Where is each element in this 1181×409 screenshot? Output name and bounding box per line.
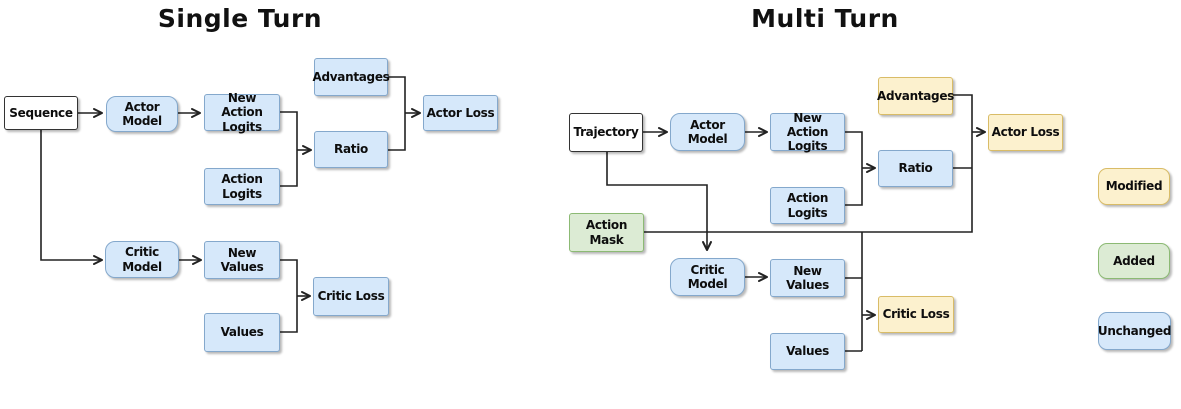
node-actor-model: Actor Model bbox=[106, 96, 178, 132]
legend-modified: Modified bbox=[1098, 168, 1170, 205]
node-mt-action-logits: Action Logits bbox=[770, 187, 845, 224]
node-action-logits: Action Logits bbox=[204, 168, 280, 205]
node-sequence: Sequence bbox=[4, 96, 78, 130]
node-mt-values: Values bbox=[770, 333, 845, 370]
edge-logits-trunk bbox=[280, 111, 298, 187]
legend-unchanged: Unchanged bbox=[1098, 312, 1171, 350]
node-advantages: Advantages bbox=[312, 58, 390, 96]
node-mt-critic-loss: Critic Loss bbox=[878, 296, 954, 333]
edge-mt-logits-trunk bbox=[845, 131, 863, 206]
node-mt-new-action-logits: New Action Logits bbox=[770, 111, 845, 153]
legend-added: Added bbox=[1098, 243, 1170, 279]
single-turn-title: Single Turn bbox=[157, 4, 323, 33]
node-mt-critic-model: Critic Model bbox=[670, 258, 745, 296]
node-new-values: New Values bbox=[204, 241, 280, 279]
node-values: Values bbox=[204, 313, 280, 352]
node-mt-actor-model: Actor Model bbox=[670, 113, 745, 151]
node-critic-loss: Critic Loss bbox=[313, 277, 389, 316]
node-trajectory: Trajectory bbox=[569, 113, 643, 152]
edge-mt-values-trunk bbox=[845, 232, 863, 352]
node-ratio: Ratio bbox=[314, 131, 388, 168]
node-actor-loss: Actor Loss bbox=[423, 95, 498, 131]
node-mt-actor-loss: Actor Loss bbox=[988, 114, 1063, 151]
node-mt-ratio: Ratio bbox=[878, 150, 953, 187]
node-mt-advantages: Advantages bbox=[877, 77, 954, 115]
edge-advantages-ratio-trunk bbox=[388, 76, 406, 151]
node-new-action-logits: New Action Logits bbox=[204, 91, 280, 134]
node-critic-model: Critic Model bbox=[105, 241, 179, 278]
edge-values-trunk bbox=[280, 259, 298, 333]
multi-turn-title: Multi Turn bbox=[751, 4, 899, 33]
node-mt-new-values: New Values bbox=[770, 259, 845, 297]
node-action-mask: Action Mask bbox=[569, 213, 644, 252]
edge-sequence-critic-model bbox=[40, 130, 103, 265]
